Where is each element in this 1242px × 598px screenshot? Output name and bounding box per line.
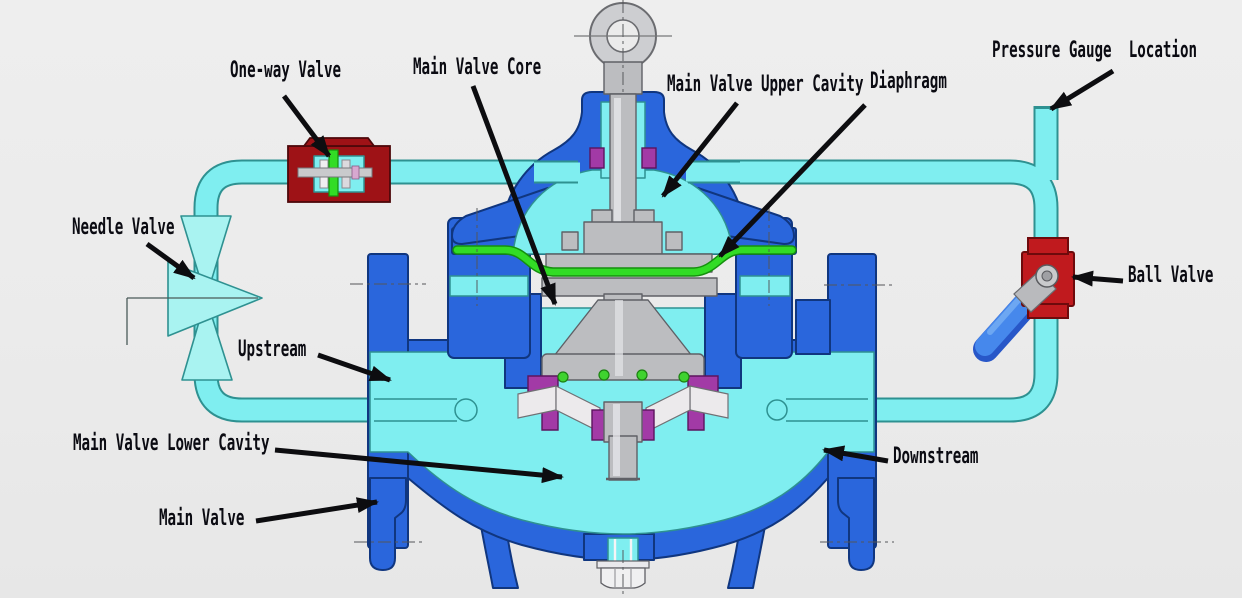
stem-packing	[641, 147, 657, 169]
label-one-way-valve: One-way Valve	[230, 58, 342, 83]
arrow-lower-cavity	[274, 447, 564, 484]
ball-valve-handle	[973, 289, 1041, 362]
arrow-upstream	[317, 352, 392, 383]
label-downstream: Downstream	[893, 444, 979, 469]
arrow-upper-cavity	[661, 101, 739, 198]
valve-stem-upper	[609, 93, 637, 229]
label-needle-valve: Needle Valve	[72, 215, 175, 240]
one-way-valve-symbol	[287, 137, 391, 203]
arrow-main-valve	[255, 497, 379, 524]
valve-core-assembly	[452, 2, 797, 481]
label-main-valve-lower-cavity: Main Valve Lower Cavity	[73, 431, 270, 456]
label-upstream: Upstream	[238, 337, 307, 362]
arrow-ball-valve	[1071, 270, 1124, 287]
annotation-arrows	[145, 68, 1124, 524]
right-foot	[837, 477, 875, 571]
label-main-valve-upper-cavity: Main Valve Upper Cavity	[667, 72, 864, 97]
label-main-valve: Main Valve	[159, 506, 245, 531]
arrow-one-way-valve	[282, 94, 331, 158]
label-diaphragm: Diaphragm	[870, 69, 947, 94]
needle-valve-symbol	[126, 215, 263, 381]
arrow-downstream	[822, 445, 889, 464]
label-main-valve-core: Main Valve Core	[413, 55, 542, 80]
side-port-left	[374, 398, 478, 422]
side-port-right	[766, 398, 868, 422]
arrow-main-valve-core	[470, 85, 558, 306]
label-ball-valve: Ball Valve	[1128, 263, 1214, 288]
stem-packing	[589, 147, 605, 169]
guide-dots	[557, 369, 690, 383]
left-foot	[369, 477, 407, 571]
arrow-needle-valve	[145, 241, 196, 281]
label-pressure-gauge-location: Pressure Gauge Location	[992, 38, 1198, 63]
arrow-diaphragm	[718, 103, 867, 258]
ball-valve-symbol	[973, 237, 1075, 362]
arrow-pressure-gauge	[1049, 68, 1115, 112]
centerlines	[350, 0, 896, 598]
diaphragm-nuts	[561, 209, 683, 255]
bottom-plug	[596, 537, 650, 589]
